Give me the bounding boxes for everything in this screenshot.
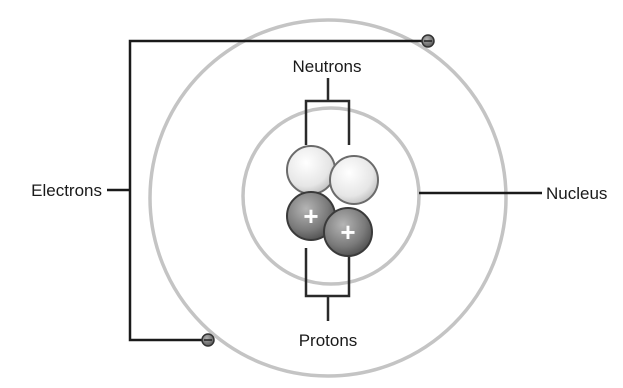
nucleus-label: Nucleus	[546, 184, 607, 203]
electrons-leader	[107, 39, 428, 342]
protons-label: Protons	[299, 331, 358, 350]
neutrons-bracket	[304, 78, 351, 145]
neutron	[329, 155, 379, 205]
nucleus-boundary	[241, 106, 421, 286]
proton	[323, 207, 373, 257]
electron-orbit	[148, 18, 508, 378]
proton-plus-sign: +	[303, 201, 318, 231]
electrons-label: Electrons	[31, 181, 102, 200]
proton-plus-sign: +	[340, 217, 355, 247]
neutron	[286, 145, 336, 195]
protons-bracket	[304, 248, 351, 321]
neutrons-label: Neutrons	[293, 57, 362, 76]
